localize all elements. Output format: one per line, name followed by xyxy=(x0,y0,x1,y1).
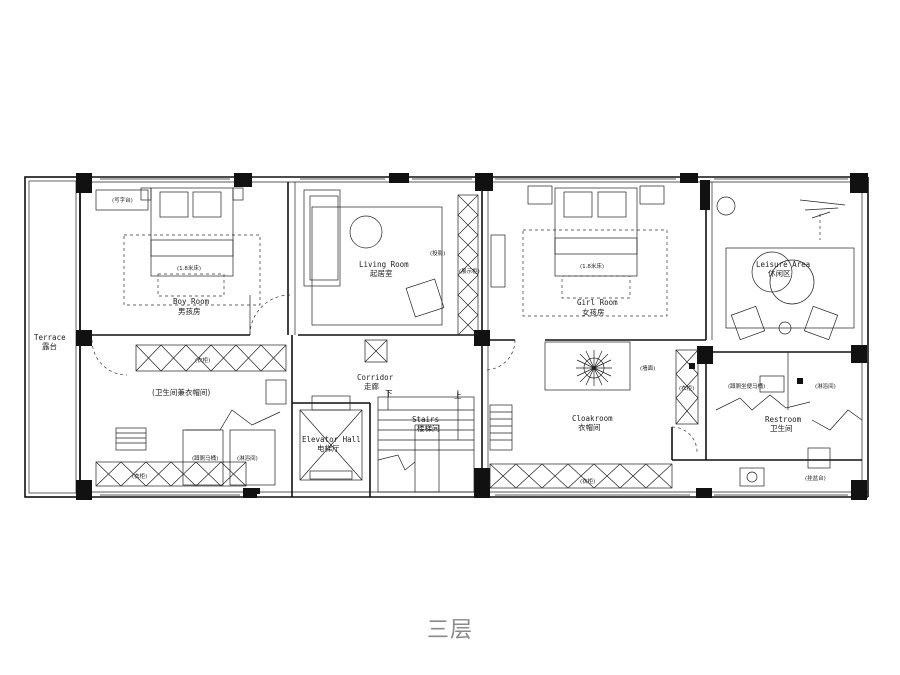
restroom-basin-label: (挂盆台) xyxy=(805,474,826,482)
cloakroom: (墙面) (衣柜) (衣柜) Cloakroom 衣帽间 xyxy=(484,339,699,489)
leisure-rug xyxy=(725,247,855,329)
display-cabinet-label: (展示柜) xyxy=(459,267,480,275)
basin xyxy=(265,379,287,405)
elevator-hall: Elevator Hall 电梯厅 xyxy=(299,395,363,481)
girl-room-bed-label: (1.8米床) xyxy=(580,262,604,270)
wardrobe-top xyxy=(135,344,287,372)
boy-room-desk-label: (写字台) xyxy=(112,196,133,204)
girl-room-bed xyxy=(554,187,638,277)
bath-cabinet2-label: (衣柜) xyxy=(132,472,147,480)
elevator-label-cn: 电梯厅 xyxy=(317,443,340,453)
stairs-up-label: 上 xyxy=(454,391,462,400)
elevator-label-en: Elevator Hall xyxy=(302,435,361,444)
boy-room-label-cn: 男孩房 xyxy=(178,306,201,316)
restroom: (蹲厕坐便马桶) (淋浴间) (挂盆台) Restroom 卫生间 xyxy=(715,352,863,487)
cloakroom-label-en: Cloakroom xyxy=(572,414,613,423)
girl-room-label-en: Girl Room xyxy=(577,298,618,307)
bath-mat xyxy=(115,427,147,451)
cloakroom-cabinet-label: (衣柜) xyxy=(580,477,595,485)
leisure-area: Leisure Area 休闲区 xyxy=(716,196,855,341)
restroom-label-cn: 卫生间 xyxy=(770,423,793,433)
corridor-label-cn: 走廊 xyxy=(364,381,379,391)
boy-room-rug xyxy=(123,234,261,306)
living-room-label-cn: 起居室 xyxy=(370,268,393,278)
cloakroom-side-label: (衣柜) xyxy=(679,384,694,392)
plant xyxy=(576,350,612,386)
interior-walls xyxy=(82,182,862,497)
boy-room-bed-label: (1.8米床) xyxy=(177,264,201,272)
boy-room-label-en: Boy Room xyxy=(173,297,210,306)
cloakroom-wardrobe xyxy=(489,463,673,489)
windows xyxy=(100,178,848,496)
terrace-label-en: Terrace xyxy=(34,333,66,342)
boy-room-bed xyxy=(150,187,234,277)
restroom-toilet-label: (蹲厕坐便马桶) xyxy=(728,382,765,390)
cloakroom-mirror-label: (墙面) xyxy=(640,364,655,372)
bath-shower-label: (淋浴间) xyxy=(237,454,258,462)
leisure-label-en: Leisure Area xyxy=(756,260,810,269)
cloakroom-rug xyxy=(544,341,631,391)
armchair xyxy=(405,278,445,318)
projection-label: (投影) xyxy=(430,249,445,257)
bath-closet: (卫生间兼衣帽间) (衣柜) (衣柜) (蹲厕马桶) (淋浴间) xyxy=(91,339,287,487)
bath-closet-label: (卫生间兼衣帽间) xyxy=(152,387,210,397)
bath-toilet-label: (蹲厕马桶) xyxy=(192,454,218,462)
corridor: Corridor 走廊 xyxy=(357,339,394,391)
boy-room: (写字台) (1.8米床) Boy Room 男孩房 xyxy=(95,187,291,336)
floor-title: 三层 xyxy=(426,618,473,643)
stairs-label-cn: 楼梯间 xyxy=(417,423,440,433)
terrace-label-cn: 露台 xyxy=(42,341,57,351)
restroom-shower-label: (淋浴间) xyxy=(815,382,836,390)
coffee-table xyxy=(349,215,383,249)
living-room-rug xyxy=(311,206,443,326)
girl-room: (1.8米床) Girl Room 女孩房 xyxy=(490,185,668,317)
cloakroom-label-cn: 衣帽间 xyxy=(578,422,601,432)
living-room-label-en: Living Room xyxy=(359,260,409,269)
sofa xyxy=(303,189,341,287)
leisure-label-cn: 休闲区 xyxy=(768,268,791,278)
display-cabinet xyxy=(457,194,479,336)
stairs-label-en: Stairs xyxy=(412,415,439,424)
terrace: Terrace 露台 xyxy=(24,176,81,498)
girl-room-label-cn: 女孩房 xyxy=(582,307,605,317)
restroom-label-en: Restroom xyxy=(765,415,802,424)
bath-cabinet-label: (衣柜) xyxy=(195,356,210,364)
stairs-down-label: 下 xyxy=(385,389,393,398)
living-room: (投影) (展示柜) Living Room 起居室 xyxy=(303,189,480,336)
wardrobe-bottom xyxy=(95,461,247,487)
stairs: 下 上 Stairs 楼梯间 xyxy=(377,389,475,493)
corridor-label-en: Corridor xyxy=(357,373,394,382)
structural-columns xyxy=(76,173,868,500)
girl-room-rug xyxy=(522,229,668,317)
markers xyxy=(254,363,695,494)
